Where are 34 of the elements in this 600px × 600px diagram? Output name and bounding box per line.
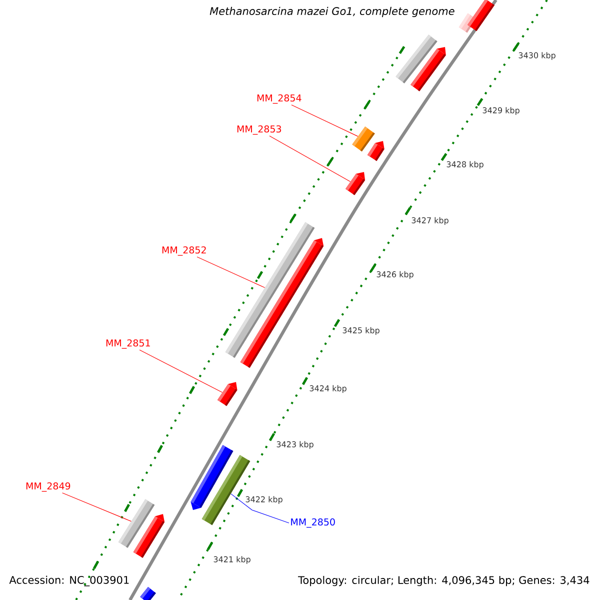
scale-label: 3427 kbp [412, 217, 448, 225]
leader-line [139, 350, 223, 393]
leader-line [269, 136, 351, 182]
gene-label: MM_2851 [106, 339, 150, 349]
title: Methanosarcina mazei Go1, complete genome [210, 6, 454, 18]
gene-bar [352, 126, 375, 152]
gene-label: MM_2853 [237, 125, 282, 135]
gene-bar [467, 0, 495, 32]
gene-bar [410, 47, 446, 92]
gene-bar [367, 141, 384, 161]
gene-label: MM_2849 [26, 482, 70, 492]
scale-label: 3422 kbp [246, 496, 282, 504]
scale-label: 3426 kbp [376, 271, 414, 279]
genome-info-text: Topology: circular; Length: 4,096,345 bp; Genes: 3,434 [298, 576, 590, 586]
leader-line [196, 256, 266, 288]
leader-line [62, 492, 132, 522]
leader-line [230, 494, 290, 524]
gene-bar [133, 514, 165, 558]
scale-label: 3425 kbp [342, 327, 380, 335]
gene-label: MM_2850 [291, 518, 335, 528]
gene-bar [240, 238, 324, 368]
gene-bar [217, 382, 238, 406]
scale-label: 3424 kbp [310, 385, 346, 393]
gene-bar [140, 586, 156, 600]
leader-line [291, 104, 358, 137]
accession-text: Accession: NC_003901 [9, 576, 129, 586]
scale-label: 3429 kbp [482, 107, 520, 115]
gene-label: MM_2854 [257, 94, 302, 104]
gene-bar [346, 172, 366, 196]
scale-label: 3421 kbp [214, 556, 250, 564]
scale-label: 3423 kbp [276, 441, 314, 449]
scale-label: 3430 kbp [518, 52, 556, 60]
scale-label: 3428 kbp [446, 161, 484, 169]
gene-label: MM_2852 [162, 246, 206, 256]
